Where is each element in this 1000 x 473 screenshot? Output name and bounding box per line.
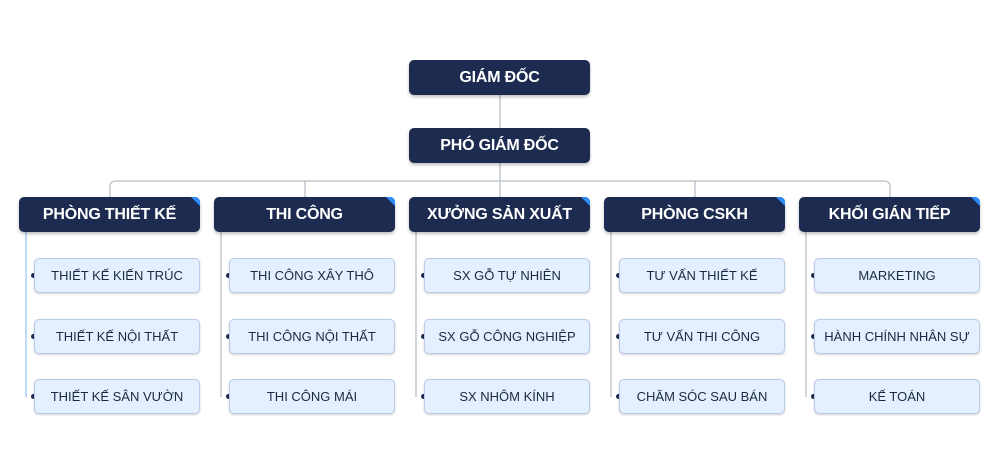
department-design: PHÒNG THIẾT KẾ — [19, 197, 200, 232]
department-item: SX GỖ CÔNG NGHIỆP — [424, 319, 590, 354]
department-indirect: KHỐI GIÁN TIẾP — [799, 197, 980, 232]
bullet-dot-icon — [31, 273, 36, 278]
bullet-dot-icon — [616, 273, 621, 278]
department-item: THIẾT KẾ SÂN VƯỜN — [34, 379, 200, 414]
bullet-dot-icon — [226, 273, 231, 278]
department-title: PHÒNG THIẾT KẾ — [42, 205, 177, 223]
department-item: THIẾT KẾ KIẾN TRÚC — [34, 258, 200, 293]
department-item: HÀNH CHÍNH NHÂN SỰ — [814, 319, 980, 354]
bullet-dot-icon — [421, 273, 426, 278]
bullet-dot-icon — [226, 394, 231, 399]
bullet-dot-icon — [421, 394, 426, 399]
bullet-dot-icon — [226, 334, 231, 339]
department-item: SX NHÔM KÍNH — [424, 379, 590, 414]
department-title: KHỐI GIÁN TIẾP — [828, 205, 951, 223]
department-item: MARKETING — [814, 258, 980, 293]
department-item: SX GỖ TỰ NHIÊN — [424, 258, 590, 293]
department-workshop: XƯỞNG SẢN XUẤT — [409, 197, 590, 232]
connector-bus — [109, 180, 891, 197]
corner-accent-icon — [971, 197, 980, 206]
bullet-dot-icon — [811, 334, 816, 339]
bullet-dot-icon — [811, 394, 816, 399]
department-item: THI CÔNG MÁI — [229, 379, 395, 414]
department-item: TƯ VẤN THI CÔNG — [619, 319, 785, 354]
department-title: PHÒNG CSKH — [641, 205, 748, 223]
bullet-dot-icon — [31, 334, 36, 339]
corner-accent-icon — [776, 197, 785, 206]
department-item: THI CÔNG XÂY THÔ — [229, 258, 395, 293]
director-node: GIÁM ĐỐC — [409, 60, 590, 95]
department-title: XƯỞNG SẢN XUẤT — [426, 205, 573, 223]
deputy-director-label: PHÓ GIÁM ĐỐC — [440, 136, 559, 154]
department-construction: THI CÔNG — [214, 197, 395, 232]
department-item: THI CÔNG NỘI THẤT — [229, 319, 395, 354]
department-customer-care: PHÒNG CSKH — [604, 197, 785, 232]
corner-accent-icon — [581, 197, 590, 206]
bullet-dot-icon — [616, 334, 621, 339]
corner-accent-icon — [386, 197, 395, 206]
bullet-dot-icon — [421, 334, 426, 339]
department-item: THIẾT KẾ NỘI THẤT — [34, 319, 200, 354]
bullet-dot-icon — [31, 394, 36, 399]
department-item: KẾ TOÁN — [814, 379, 980, 414]
department-title: THI CÔNG — [266, 205, 343, 223]
bullet-dot-icon — [811, 273, 816, 278]
bullet-dot-icon — [616, 394, 621, 399]
corner-accent-icon — [191, 197, 200, 206]
department-item: TƯ VẤN THIẾT KẾ — [619, 258, 785, 293]
director-label: GIÁM ĐỐC — [459, 68, 540, 86]
department-item: CHĂM SÓC SAU BÁN — [619, 379, 785, 414]
deputy-director-node: PHÓ GIÁM ĐỐC — [409, 128, 590, 163]
